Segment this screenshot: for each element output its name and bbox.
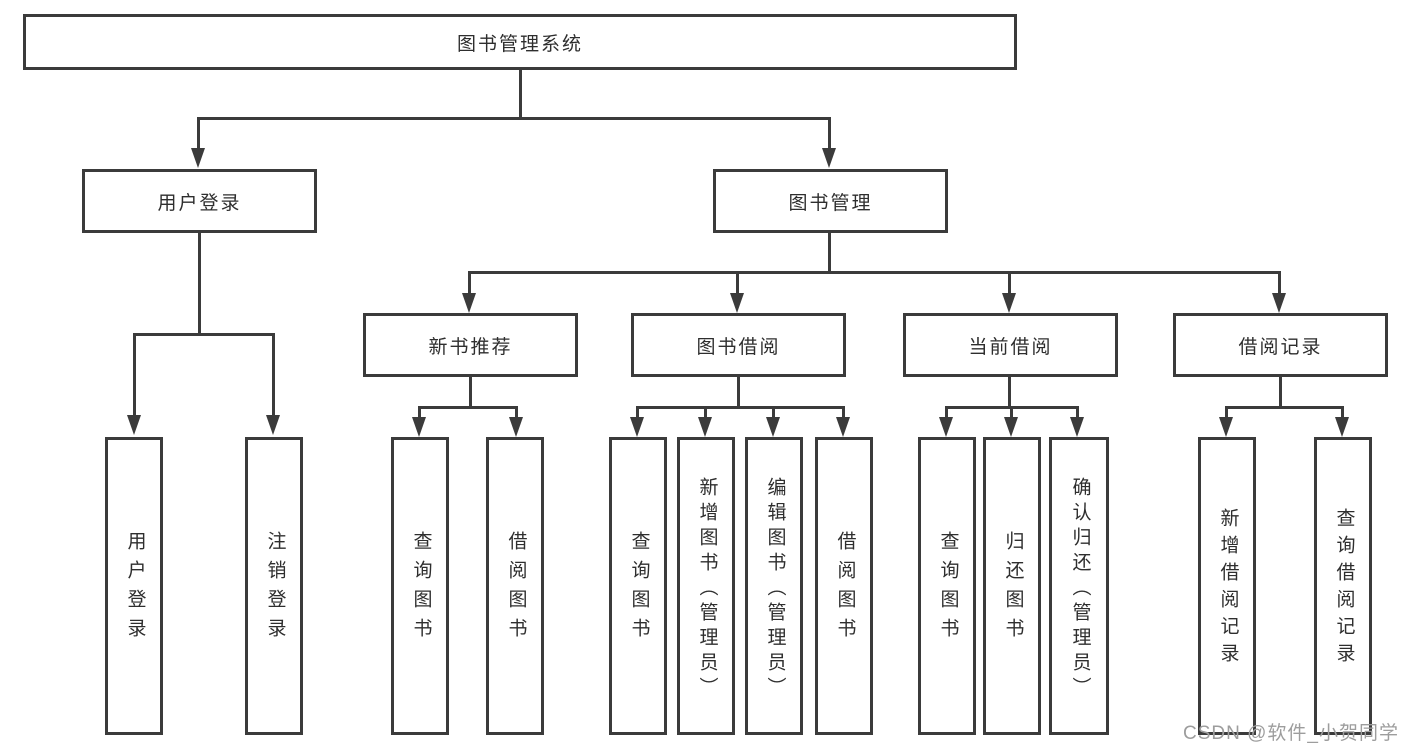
arrow-query-book-2 bbox=[630, 417, 644, 437]
node-user-login: 用户登录 bbox=[82, 169, 317, 233]
node-current-borrow: 当前借阅 bbox=[903, 313, 1118, 377]
connector-arm-book-mgmt bbox=[828, 117, 831, 151]
connector-book-borrow-split bbox=[636, 406, 845, 409]
node-leaf-borrow-book-2: 借阅图书 bbox=[815, 437, 873, 735]
node-leaf-return-book: 归还图书 bbox=[983, 437, 1041, 735]
node-root: 图书管理系统 bbox=[23, 14, 1017, 70]
connector-new-book-rec-split bbox=[418, 406, 518, 409]
arrow-return-book bbox=[1004, 417, 1018, 437]
connector-book-borrow-stem bbox=[737, 377, 740, 409]
connector-arm-book-borrow bbox=[736, 271, 739, 295]
node-leaf-add-book: 新增图书（管理员） bbox=[677, 437, 735, 735]
node-leaf-query-book-3: 查询图书 bbox=[918, 437, 976, 735]
connector-arm-edit-book bbox=[772, 406, 775, 419]
connector-arm-borrow-book-2 bbox=[842, 406, 845, 419]
connector-arm-query-book-1 bbox=[418, 406, 421, 419]
connector-arm-leaf-logout bbox=[272, 333, 275, 417]
connector-root-stem bbox=[519, 68, 522, 119]
connector-arm-add-book bbox=[704, 406, 707, 419]
connector-user-login-split bbox=[133, 333, 275, 336]
node-leaf-logout: 注销登录 bbox=[245, 437, 303, 735]
node-book-mgmt: 图书管理 bbox=[713, 169, 948, 233]
connector-arm-query-record bbox=[1341, 406, 1344, 419]
node-leaf-query-book-2: 查询图书 bbox=[609, 437, 667, 735]
connector-current-borrow-stem bbox=[1008, 377, 1011, 409]
arrow-new-book-rec bbox=[462, 293, 476, 313]
node-leaf-query-record: 查询借阅记录 bbox=[1314, 437, 1372, 735]
connector-arm-borrow-book-1 bbox=[515, 406, 518, 419]
arrow-borrow-book-2 bbox=[836, 417, 850, 437]
node-book-borrow: 图书借阅 bbox=[631, 313, 846, 377]
arrow-book-mgmt bbox=[822, 148, 836, 168]
node-leaf-user-login: 用户登录 bbox=[105, 437, 163, 735]
connector-arm-leaf-user-login bbox=[133, 333, 136, 417]
connector-arm-add-record bbox=[1225, 406, 1228, 419]
connector-arm-confirm-return bbox=[1076, 406, 1079, 419]
connector-arm-query-book-3 bbox=[945, 406, 948, 419]
arrow-query-record bbox=[1335, 417, 1349, 437]
arrow-borrow-book-1 bbox=[509, 417, 523, 437]
connector-arm-user-login bbox=[197, 117, 200, 151]
connector-borrow-record-stem bbox=[1279, 377, 1282, 409]
arrow-edit-book bbox=[766, 417, 780, 437]
connector-book-mgmt-stem bbox=[828, 233, 831, 274]
node-new-book-rec: 新书推荐 bbox=[363, 313, 578, 377]
connector-arm-borrow-record bbox=[1278, 271, 1281, 295]
node-leaf-add-record: 新增借阅记录 bbox=[1198, 437, 1256, 735]
arrow-user-login bbox=[191, 148, 205, 168]
connector-borrow-record-split bbox=[1225, 406, 1344, 409]
node-leaf-query-book-1: 查询图书 bbox=[391, 437, 449, 735]
node-borrow-record: 借阅记录 bbox=[1173, 313, 1388, 377]
arrow-query-book-1 bbox=[412, 417, 426, 437]
arrow-book-borrow bbox=[730, 293, 744, 313]
arrow-current-borrow bbox=[1002, 293, 1016, 313]
connector-new-book-rec-stem bbox=[469, 377, 472, 409]
arrow-add-book bbox=[698, 417, 712, 437]
connector-arm-query-book-2 bbox=[636, 406, 639, 419]
connector-arm-current-borrow bbox=[1008, 271, 1011, 295]
arrow-leaf-user-login bbox=[127, 415, 141, 435]
arrow-borrow-record bbox=[1272, 293, 1286, 313]
connector-level3-split bbox=[468, 271, 1281, 274]
connector-arm-new-book-rec bbox=[468, 271, 471, 295]
arrow-confirm-return bbox=[1070, 417, 1084, 437]
arrow-add-record bbox=[1219, 417, 1233, 437]
node-leaf-borrow-book-1: 借阅图书 bbox=[486, 437, 544, 735]
node-leaf-confirm-return: 确认归还（管理员） bbox=[1049, 437, 1109, 735]
connector-level1-split bbox=[197, 117, 831, 120]
connector-user-login-stem bbox=[198, 233, 201, 336]
watermark-text: CSDN @软件_小贺同学 bbox=[1183, 723, 1399, 744]
arrow-leaf-logout bbox=[266, 415, 280, 435]
arrow-query-book-3 bbox=[939, 417, 953, 437]
connector-arm-return-book bbox=[1010, 406, 1013, 419]
node-leaf-edit-book: 编辑图书（管理员） bbox=[745, 437, 803, 735]
